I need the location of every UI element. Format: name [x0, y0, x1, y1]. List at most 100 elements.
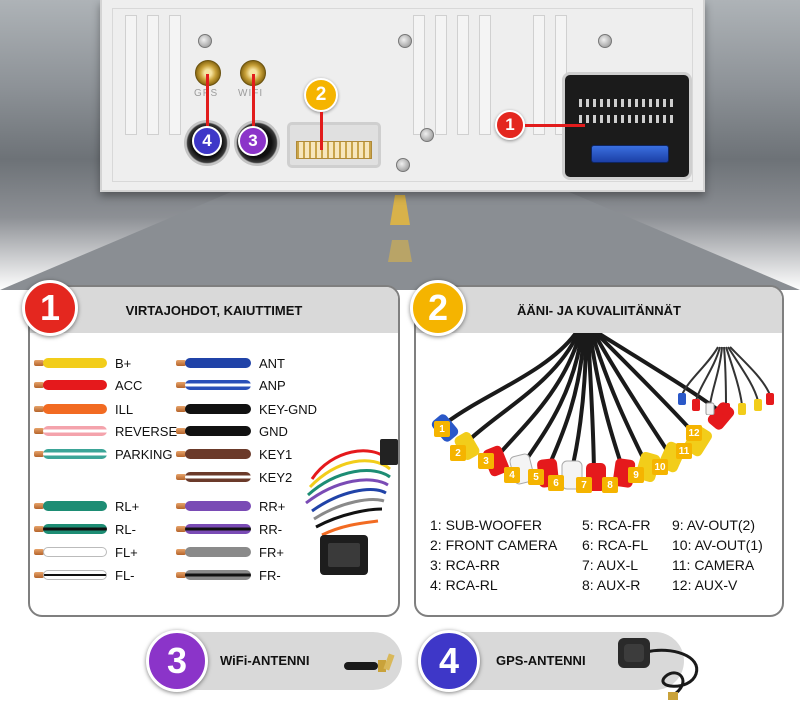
- wire-label: REVERSE: [115, 423, 178, 439]
- pointer-line-4: [206, 74, 209, 126]
- badge-1: 1: [495, 110, 525, 140]
- wire-item: FL+: [34, 542, 138, 562]
- wire-color-swatch: [185, 472, 251, 482]
- cable-tag: 7: [576, 477, 592, 493]
- legend-item: 5: RCA-FR: [582, 517, 651, 533]
- legend-item: 1: SUB-WOOFER: [430, 517, 543, 533]
- legend-item: 6: RCA-FL: [582, 537, 649, 553]
- wire-tip-icon: [176, 451, 186, 457]
- wire-tip-icon: [176, 503, 186, 509]
- fuse-icon: [591, 145, 669, 163]
- legend-item: 7: AUX-L: [582, 557, 639, 573]
- vent-rib: [413, 15, 425, 135]
- wire-label: PARKING: [115, 446, 173, 462]
- cable-tag: 3: [478, 453, 494, 469]
- wifi-antenna-title: WiFi-ANTENNI: [220, 653, 310, 668]
- wire-color-swatch: [185, 501, 251, 511]
- wire-tip-icon: [176, 360, 186, 366]
- cable-tag: 4: [504, 467, 520, 483]
- panel-audio-video: ÄÄNI- JA KUVALIITÄNNÄT: [414, 285, 784, 617]
- wire-item: ILL: [34, 399, 133, 419]
- wire-color-swatch: [185, 570, 251, 580]
- wire-label: ANP: [259, 377, 286, 393]
- panel-2-header: ÄÄNI- JA KUVALIITÄNNÄT: [416, 287, 782, 333]
- wifi-jack-label: WIFI: [238, 88, 264, 99]
- wire-tip-icon: [176, 382, 186, 388]
- wire-label: FL-: [115, 567, 135, 583]
- wire-tip-icon: [34, 360, 44, 366]
- wire-tip-icon: [176, 428, 186, 434]
- wire-label: KEY-GND: [259, 401, 318, 417]
- wire-color-swatch: [185, 449, 251, 459]
- wire-label: RL+: [115, 498, 140, 514]
- wire-label: KEY2: [259, 469, 293, 485]
- wire-tip-icon: [176, 406, 186, 412]
- wire-color-swatch: [43, 501, 107, 511]
- panel-2-badge: 2: [410, 280, 466, 336]
- wire-item: RR-: [176, 519, 282, 539]
- screw-icon: [598, 34, 612, 48]
- wire-item: FR+: [176, 542, 284, 562]
- wire-color-swatch: [185, 358, 251, 368]
- wiring-harness-image: [305, 439, 398, 575]
- wire-label: FL+: [115, 544, 138, 560]
- wire-color-swatch: [185, 426, 251, 436]
- wire-color-swatch: [43, 380, 107, 390]
- wire-label: FR+: [259, 544, 284, 560]
- vent-rib: [479, 15, 491, 135]
- wire-label: ACC: [115, 377, 143, 393]
- wire-label: RR+: [259, 498, 286, 514]
- legend-item: 11: CAMERA: [672, 557, 755, 573]
- cable-tag: 8: [602, 477, 618, 493]
- screw-icon: [396, 158, 410, 172]
- head-unit-back-panel: GPS WIFI 1 2 3 4: [100, 0, 705, 192]
- wire-tip-icon: [34, 572, 44, 578]
- pointer-line-1: [525, 124, 585, 127]
- wire-item: KEY1: [176, 444, 292, 464]
- panel-1-badge: 1: [22, 280, 78, 336]
- wire-item: GND: [176, 421, 288, 441]
- wire-item: ACC: [34, 375, 142, 395]
- badge-4: 4: [192, 126, 222, 156]
- wire-color-swatch: [185, 380, 251, 390]
- vent-rib: [125, 15, 137, 135]
- wire-label: RR-: [259, 521, 283, 537]
- wire-label: KEY1: [259, 446, 293, 462]
- wire-item: FL-: [34, 565, 135, 585]
- connector-pins: [579, 99, 675, 107]
- wire-tip-icon: [34, 503, 44, 509]
- wire-item: RL-: [34, 519, 136, 539]
- vent-rib: [169, 15, 181, 135]
- wire-item: REVERSE: [34, 421, 177, 441]
- wire-tip-icon: [34, 406, 44, 412]
- head-unit-photo: GPS WIFI 1 2 3 4: [0, 0, 800, 290]
- legend-item: 2: FRONT CAMERA: [430, 537, 558, 553]
- vent-rib: [533, 15, 545, 135]
- legend-item: 12: AUX-V: [672, 577, 738, 593]
- wire-tip-icon: [34, 526, 44, 532]
- pointer-line-3: [252, 74, 255, 126]
- gps-antenna-image: [618, 638, 699, 700]
- cable-tag: 1: [434, 421, 450, 437]
- rca-cable-thumbnail: [678, 346, 774, 415]
- wire-tip-icon: [176, 549, 186, 555]
- panel-2-title: ÄÄNI- JA KUVALIITÄNNÄT: [517, 302, 681, 318]
- wifi-antenna-image: [344, 653, 395, 672]
- cable-tag: 10: [652, 459, 668, 475]
- wire-color-swatch: [43, 570, 107, 580]
- gps-jack-label: GPS: [194, 88, 218, 99]
- legend-item: 3: RCA-RR: [430, 557, 501, 573]
- panel-1-header: VIRTAJOHDOT, KAIUTTIMET: [30, 287, 398, 333]
- legend-item: 9: AV-OUT(2): [672, 517, 755, 533]
- wire-label: ANT: [259, 355, 285, 371]
- cable-tag: 5: [528, 469, 544, 485]
- wire-color-swatch: [43, 358, 107, 368]
- cable-tag: 12: [686, 425, 702, 441]
- cable-tag: 11: [676, 443, 692, 459]
- wire-color-swatch: [43, 426, 107, 436]
- legend-item: 8: AUX-R: [582, 577, 641, 593]
- wire-item: FR-: [176, 565, 281, 585]
- wire-tip-icon: [176, 526, 186, 532]
- wire-tip-icon: [34, 549, 44, 555]
- connector-pins: [579, 115, 675, 123]
